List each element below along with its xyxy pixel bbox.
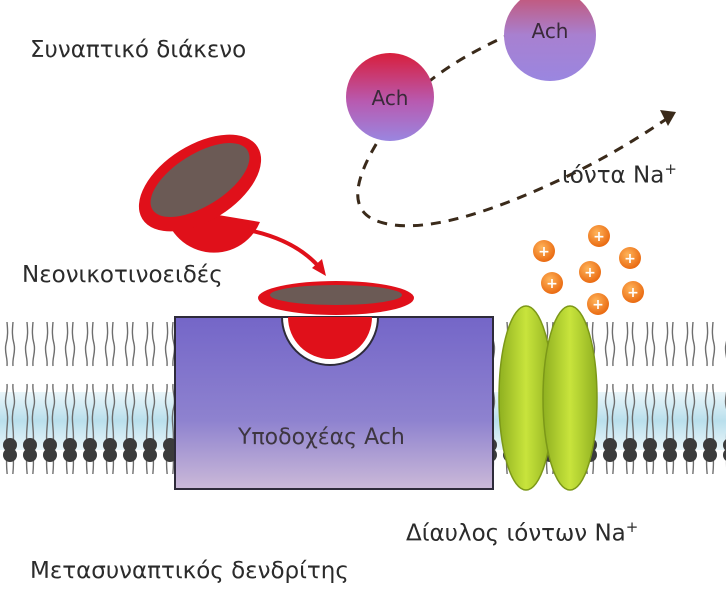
neonicotinoid-label: Νεονικοτινοειδές — [22, 262, 223, 288]
svg-text:+: + — [627, 285, 639, 301]
svg-text:Ach: Ach — [371, 86, 408, 110]
svg-text:+: + — [593, 229, 605, 245]
svg-text:+: + — [546, 276, 558, 292]
dendrite-label: Μετασυναπτικός δενδρίτης — [30, 558, 349, 584]
svg-text:+: + — [592, 297, 604, 313]
na-ions-charge: + — [664, 160, 677, 178]
channel-label: Δίαυλος ιόντων Na+ — [406, 518, 638, 547]
svg-text:Ach: Ach — [531, 19, 568, 43]
svg-text:+: + — [538, 244, 550, 260]
channel-right-subunit — [543, 306, 597, 490]
binding-arrow — [248, 230, 320, 268]
svg-text:+: + — [624, 251, 636, 267]
svg-text:+: + — [584, 265, 596, 281]
na-ions-text: ιόντα Na — [562, 163, 664, 189]
receptor-label: Υποδοχέας Ach — [238, 425, 405, 450]
synaptic-cleft-label: Συναπτικό διάκενο — [30, 37, 246, 63]
na-ions-label: ιόντα Na+ — [562, 160, 677, 189]
channel-charge: + — [626, 518, 639, 536]
ach-molecule-1: Ach — [346, 53, 434, 141]
ach-molecule-2: Ach — [504, 0, 596, 81]
channel-text: Δίαυλος ιόντων Na — [406, 521, 626, 547]
na-ions: + + + + + + + — [533, 225, 644, 315]
